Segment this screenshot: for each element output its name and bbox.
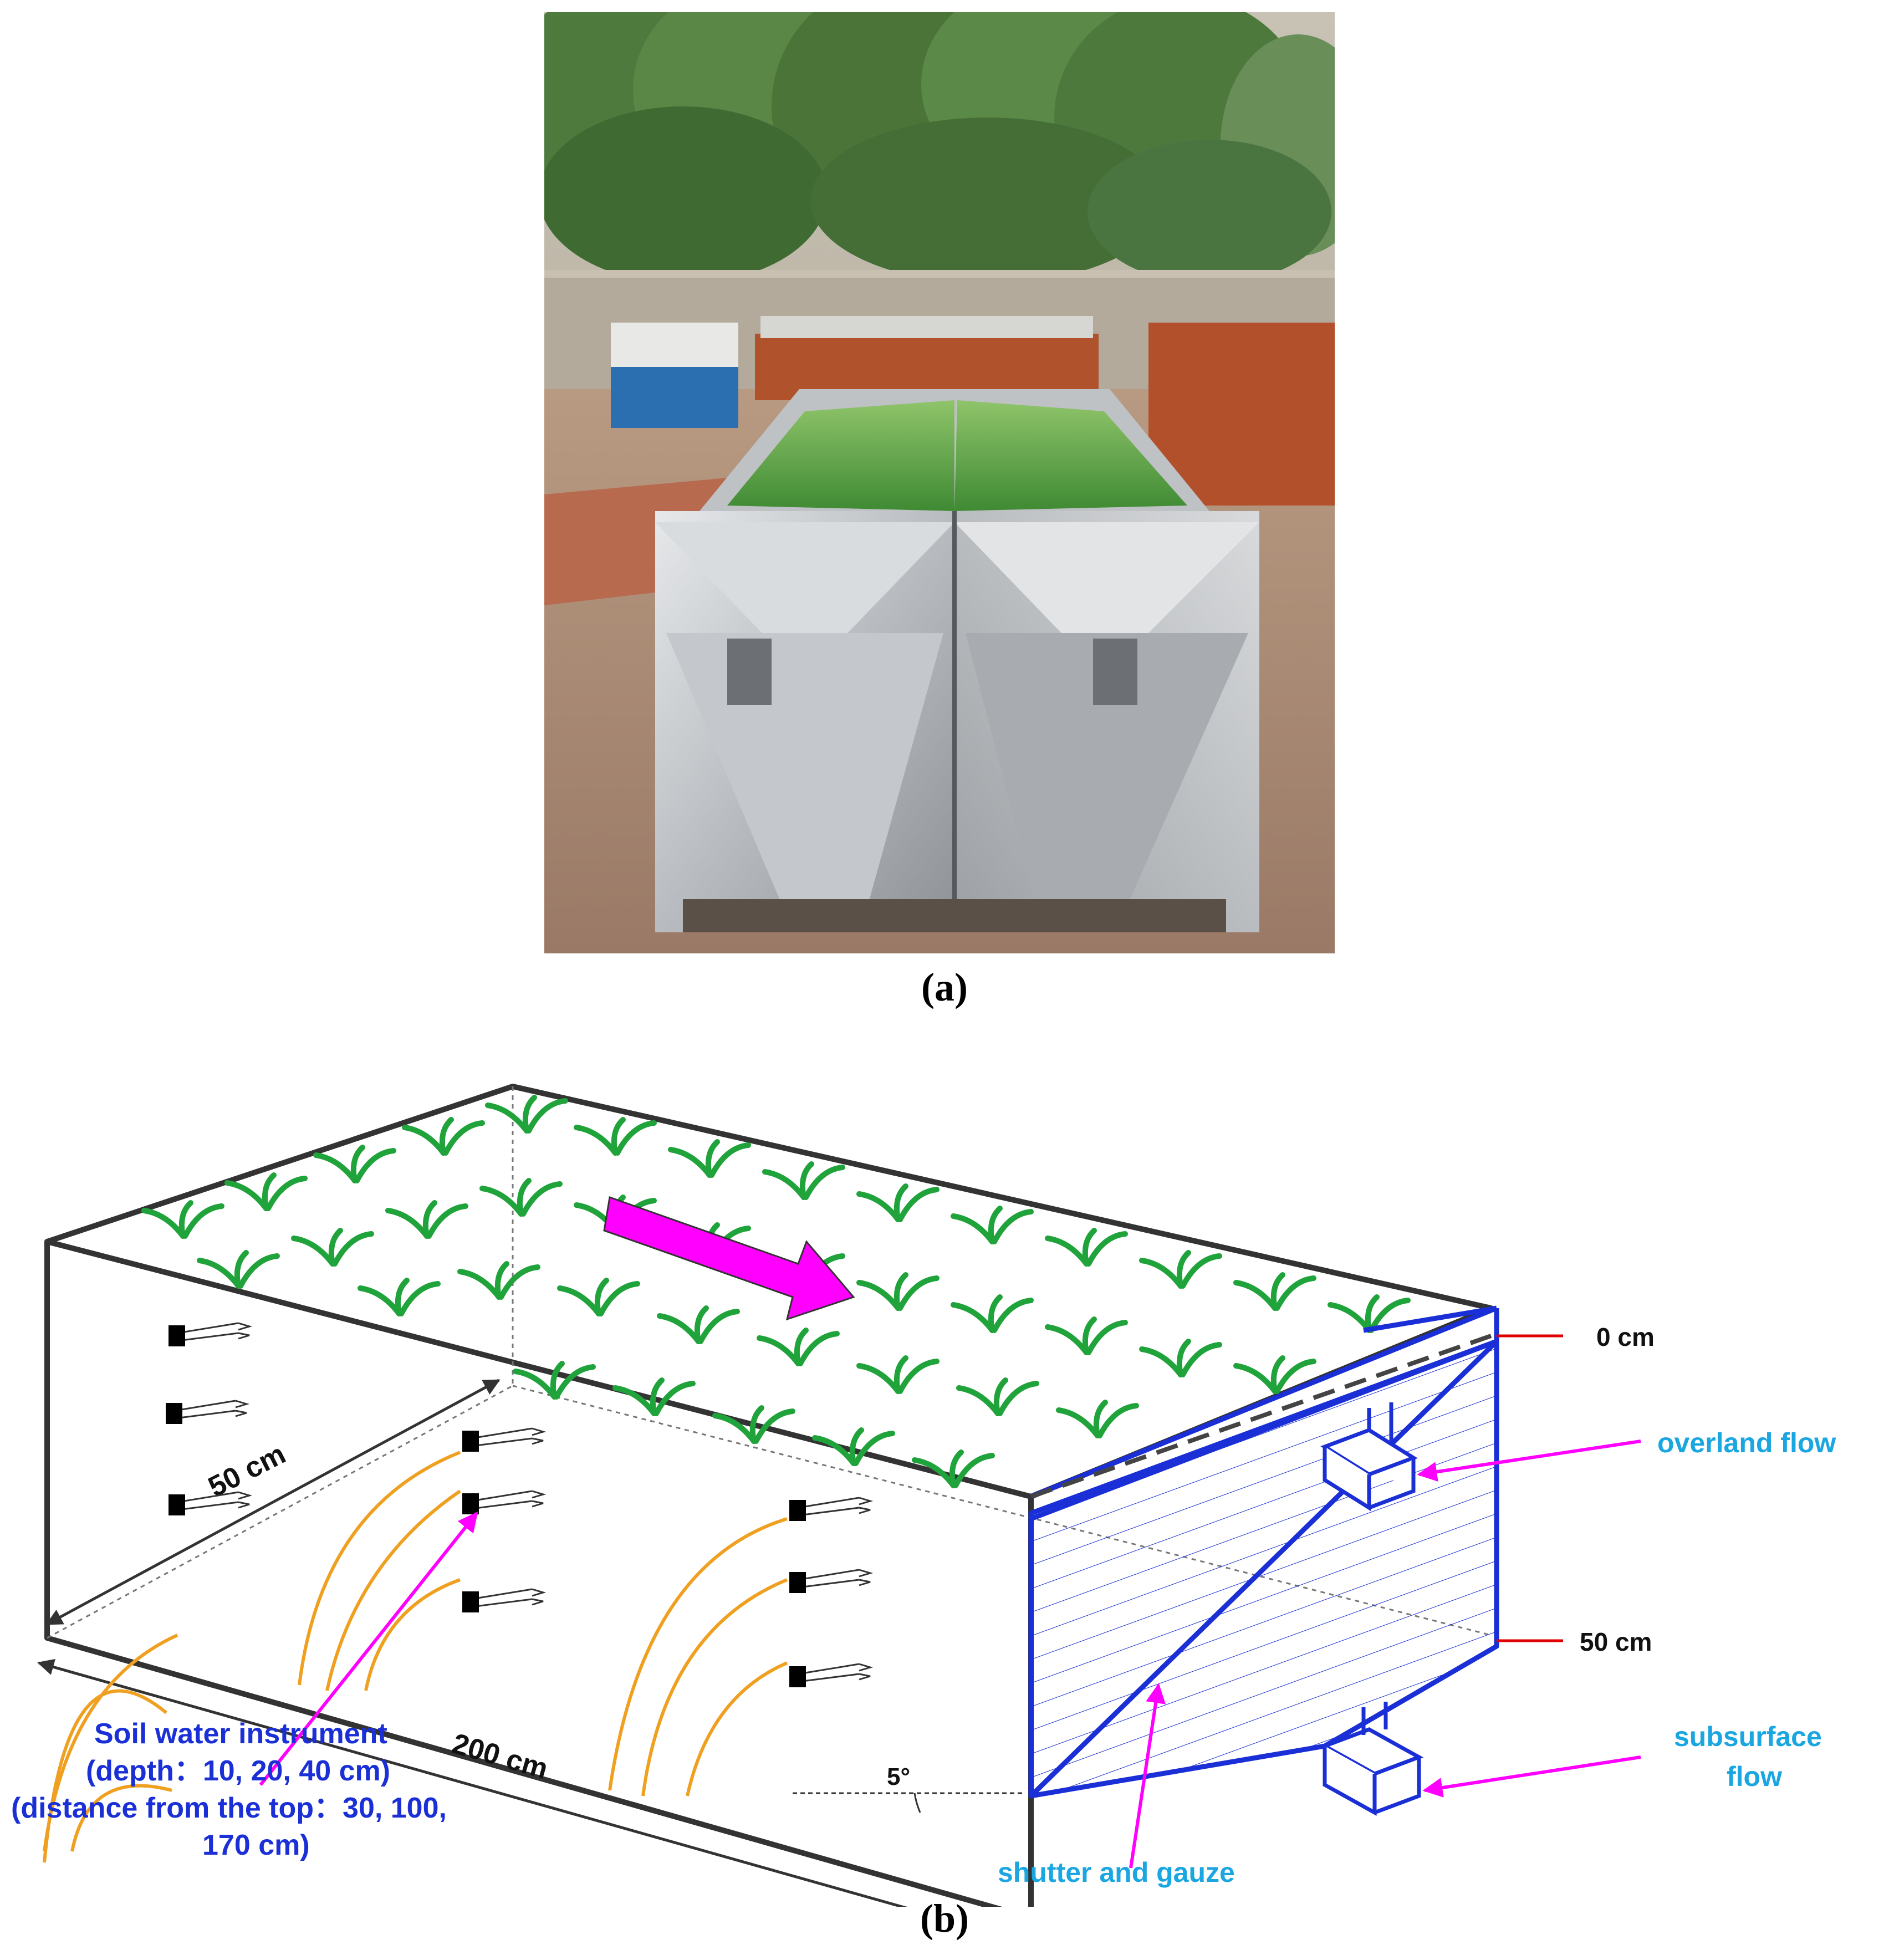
instrument-label-3: (distance from the top：30, 100, <box>11 1792 447 1824</box>
overland-outlet <box>1320 1402 1418 1512</box>
subsurface-outlet <box>1320 1702 1424 1816</box>
probe-cables <box>43 1451 788 1863</box>
water-surface-dashed-line <box>1030 1334 1492 1499</box>
flow-direction-arrow <box>603 1196 855 1321</box>
dimension-lines <box>37 1379 1025 1907</box>
overland-flow-label: overland flow <box>1657 1427 1836 1458</box>
instrument-label-4: 170 cm) <box>202 1829 310 1861</box>
field-photo <box>544 12 1335 953</box>
diagram-caption: (b) <box>920 1896 969 1941</box>
depth-label-0: 0 cm <box>1596 1323 1655 1351</box>
instrument-label-1: Soil water instrument <box>94 1718 387 1750</box>
collector-funnels <box>655 511 1259 932</box>
grass-left <box>727 400 954 511</box>
shutter-gauze-label: shutter and gauze <box>998 1857 1235 1888</box>
photo-caption: (a) <box>921 965 968 1009</box>
slope-angle-label: 5° <box>887 1763 910 1790</box>
plot-schematic: 0 cm 50 cm 50 cm 200 cm 5° <box>11 1084 1836 1907</box>
trees <box>544 12 1335 284</box>
subsurface-flow-label-1: subsurface <box>1674 1721 1822 1752</box>
label-pointer-arrows <box>259 1440 1641 1869</box>
grass-right <box>954 400 1187 511</box>
hidden-edges <box>47 1086 1492 1639</box>
depth-label-50: 50 cm <box>1580 1627 1652 1656</box>
subsurface-flow-label-2: flow <box>1727 1761 1782 1792</box>
instrument-label-2: (depth：10, 20, 40 cm) <box>86 1755 390 1787</box>
